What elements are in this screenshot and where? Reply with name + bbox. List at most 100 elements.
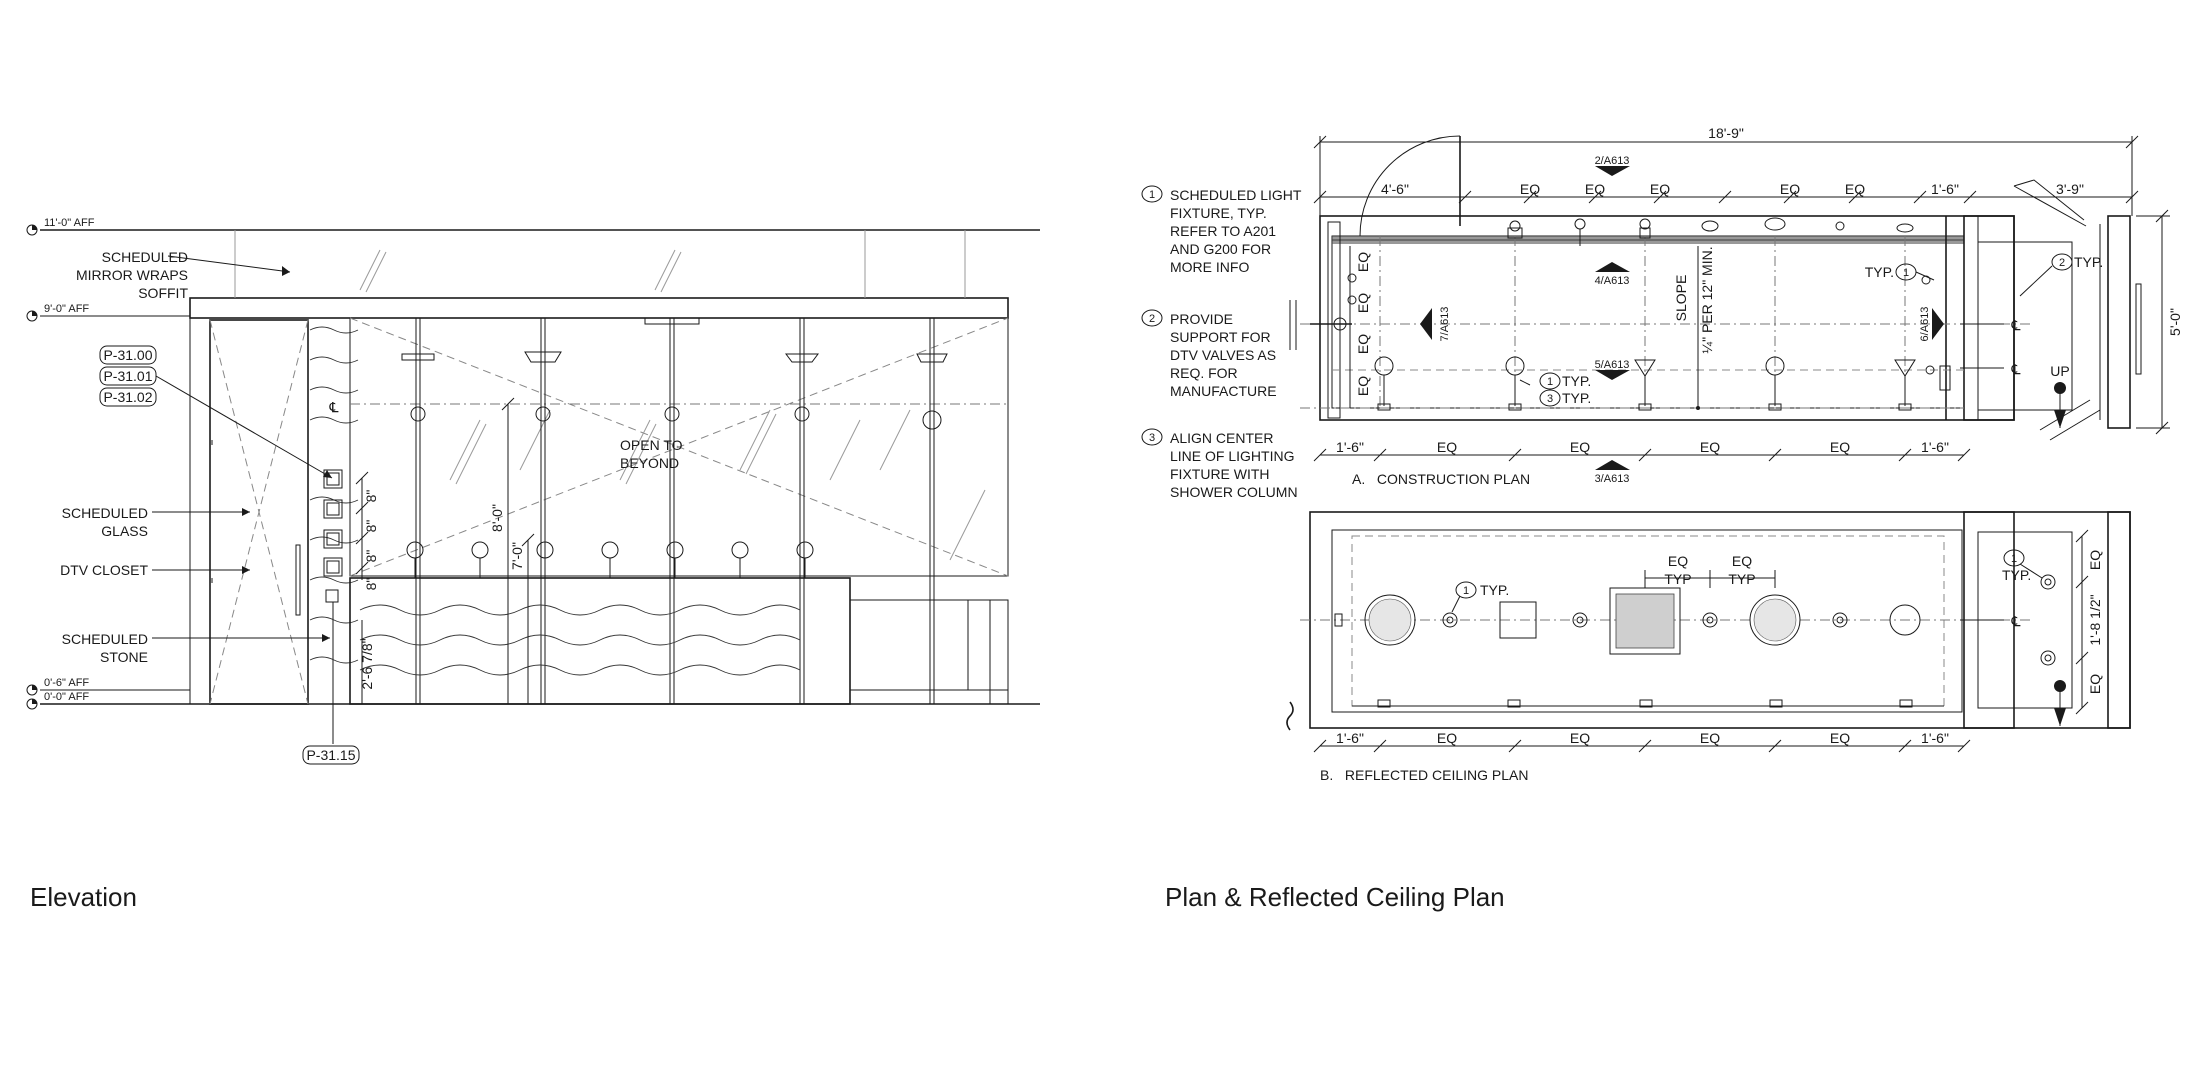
dim-text: 4'-6" — [1381, 181, 1409, 197]
typ-label: TYP. — [2074, 254, 2103, 270]
legend-text: REFER TO A201 — [1170, 223, 1276, 239]
section-label: 5/A613 — [1595, 359, 1630, 371]
dim-text: 5'-0" — [2167, 308, 2183, 336]
mirror-soffit — [189, 297, 1009, 319]
centerline-symbol: ℄ — [2011, 613, 2021, 629]
section-label: 6/A613 — [1919, 307, 1931, 342]
typ-label: TYP. — [1562, 390, 1591, 406]
dim-text: EQ — [1585, 181, 1605, 197]
key-number: 1 — [2011, 553, 2017, 565]
dim-text: 8'-0" — [489, 504, 505, 532]
section-label: 4/A613 — [1595, 275, 1630, 287]
shower-knobs — [406, 541, 814, 578]
legend-text: SHOWER COLUMN — [1170, 484, 1298, 500]
legend-text: LINE OF LIGHTING — [1170, 448, 1294, 464]
legend-text: FIXTURE WITH — [1170, 466, 1270, 482]
key-number: 1 — [1463, 585, 1469, 597]
dim-text: EQ — [1570, 439, 1590, 455]
plan-title: Plan & Reflected Ceiling Plan — [1165, 882, 1505, 912]
ceiling-fixtures — [1334, 574, 2066, 726]
key-number: 1 — [1547, 376, 1553, 388]
dim-text: EQ — [1830, 730, 1850, 746]
typ-label: TYP. — [1562, 373, 1591, 389]
dim-text: EQ — [1845, 181, 1865, 197]
dim-text: EQ — [1570, 730, 1590, 746]
dim-text: EQ — [1700, 439, 1720, 455]
finish-tag: P-31.02 — [103, 389, 152, 405]
elevation-dims — [355, 397, 535, 704]
slope-text: SLOPE — [1673, 275, 1689, 322]
note-mirror: SCHEDULED — [102, 249, 188, 265]
dim-text: EQ — [1355, 334, 1371, 354]
shower-fixtures — [1507, 217, 1914, 246]
level-label: 9'-0" AFF — [44, 303, 89, 315]
dim-text: EQ — [1668, 553, 1688, 569]
note-stone: STONE — [100, 649, 148, 665]
legend-number: 1 — [1149, 189, 1155, 201]
legend-text: DTV VALVES AS — [1170, 347, 1276, 363]
dim-text: 3'-9" — [2056, 181, 2084, 197]
dim-text: EQ — [1355, 293, 1371, 313]
level-label: 0'-6" AFF — [44, 677, 89, 689]
legend-text: ALIGN CENTER — [1170, 430, 1273, 446]
note-open: BEYOND — [620, 455, 679, 471]
shower-columns — [401, 317, 948, 704]
legend-text: AND G200 FOR — [1170, 241, 1271, 257]
note-glass: GLASS — [101, 523, 148, 539]
finish-tag: P-31.01 — [103, 368, 152, 384]
dim-text: 8" — [363, 578, 379, 591]
dim-text: EQ — [1732, 553, 1752, 569]
dim-text: 1'-6" — [1336, 439, 1364, 455]
dim-text: 2'-6 7/8" — [359, 638, 375, 689]
legend-text: FIXTURE, TYP. — [1170, 205, 1267, 221]
level-label: 0'-0" AFF — [44, 691, 89, 703]
dim-text: 1'-8 1/2" — [2087, 594, 2103, 645]
dim-text: EQ — [2087, 550, 2103, 570]
legend — [1141, 185, 1163, 446]
shower-valves — [1310, 273, 1951, 411]
dim-text: EQ — [1520, 181, 1540, 197]
note-mirror: MIRROR WRAPS — [76, 267, 188, 283]
legend-text: SCHEDULED LIGHT — [1170, 187, 1302, 203]
dim-text: EQ — [1780, 181, 1800, 197]
key-number: 2 — [2059, 257, 2065, 269]
note-glass: SCHEDULED — [62, 505, 148, 521]
dim-text: 1'-6" — [1931, 181, 1959, 197]
dim-text: 7'-0" — [509, 542, 525, 570]
reflected-ceiling-plan: EQ TYP EQ TYP 1 TYP. 1 TYP. ℄ EQ 1'-8 1/… — [1286, 511, 2131, 783]
construction-plan: EQ EQ EQ EQ SLOPE ¼" PER 12" MIN. 2/A613… — [1289, 135, 2183, 487]
dim-text: TYP — [1728, 571, 1755, 587]
glass-reflection — [449, 409, 986, 561]
legend-text: REQ. FOR — [1170, 365, 1238, 381]
centerline-symbol: ℄ — [329, 399, 339, 415]
dtv-controls — [295, 469, 343, 744]
dim-text: EQ — [2087, 674, 2103, 694]
section-label: 2/A613 — [1595, 155, 1630, 167]
dim-text: 8" — [363, 550, 379, 563]
stone-bench — [349, 577, 851, 705]
dim-text: 1'-6" — [1921, 439, 1949, 455]
plan-label: B. REFLECTED CEILING PLAN — [1320, 767, 1529, 783]
key-notes — [1519, 253, 2073, 407]
dim-text: TYP — [1664, 571, 1691, 587]
legend-text: MANUFACTURE — [1170, 383, 1277, 399]
stone-pattern — [309, 326, 359, 664]
slope-text: ¼" PER 12" MIN. — [1699, 246, 1715, 353]
dim-text: EQ — [1437, 439, 1457, 455]
dim-text: EQ — [1700, 730, 1720, 746]
note-mirror: SOFFIT — [138, 285, 188, 301]
dim-text: 1'-6" — [1336, 730, 1364, 746]
typ-label: TYP. — [1480, 582, 1509, 598]
key-number: 1 — [1903, 267, 1909, 279]
dim-text: 1'-6" — [1921, 730, 1949, 746]
plan-drawing: 1 2 3 SCHEDULED LIGHT FIXTURE, TYP. REFE… — [1141, 125, 2183, 912]
elevation-drawing: 11'-0" AFF 9'-0" AFF 0'-6" AFF 0'-0" AFF — [26, 217, 1040, 912]
note-closet: DTV CLOSET — [60, 562, 148, 578]
finish-tag: P-31.00 — [103, 347, 152, 363]
legend-text: PROVIDE — [1170, 311, 1233, 327]
dim-text: EQ — [1355, 376, 1371, 396]
dim-text: 8" — [363, 520, 379, 533]
elevation-title: Elevation — [30, 882, 137, 912]
legend-number: 3 — [1149, 432, 1155, 444]
